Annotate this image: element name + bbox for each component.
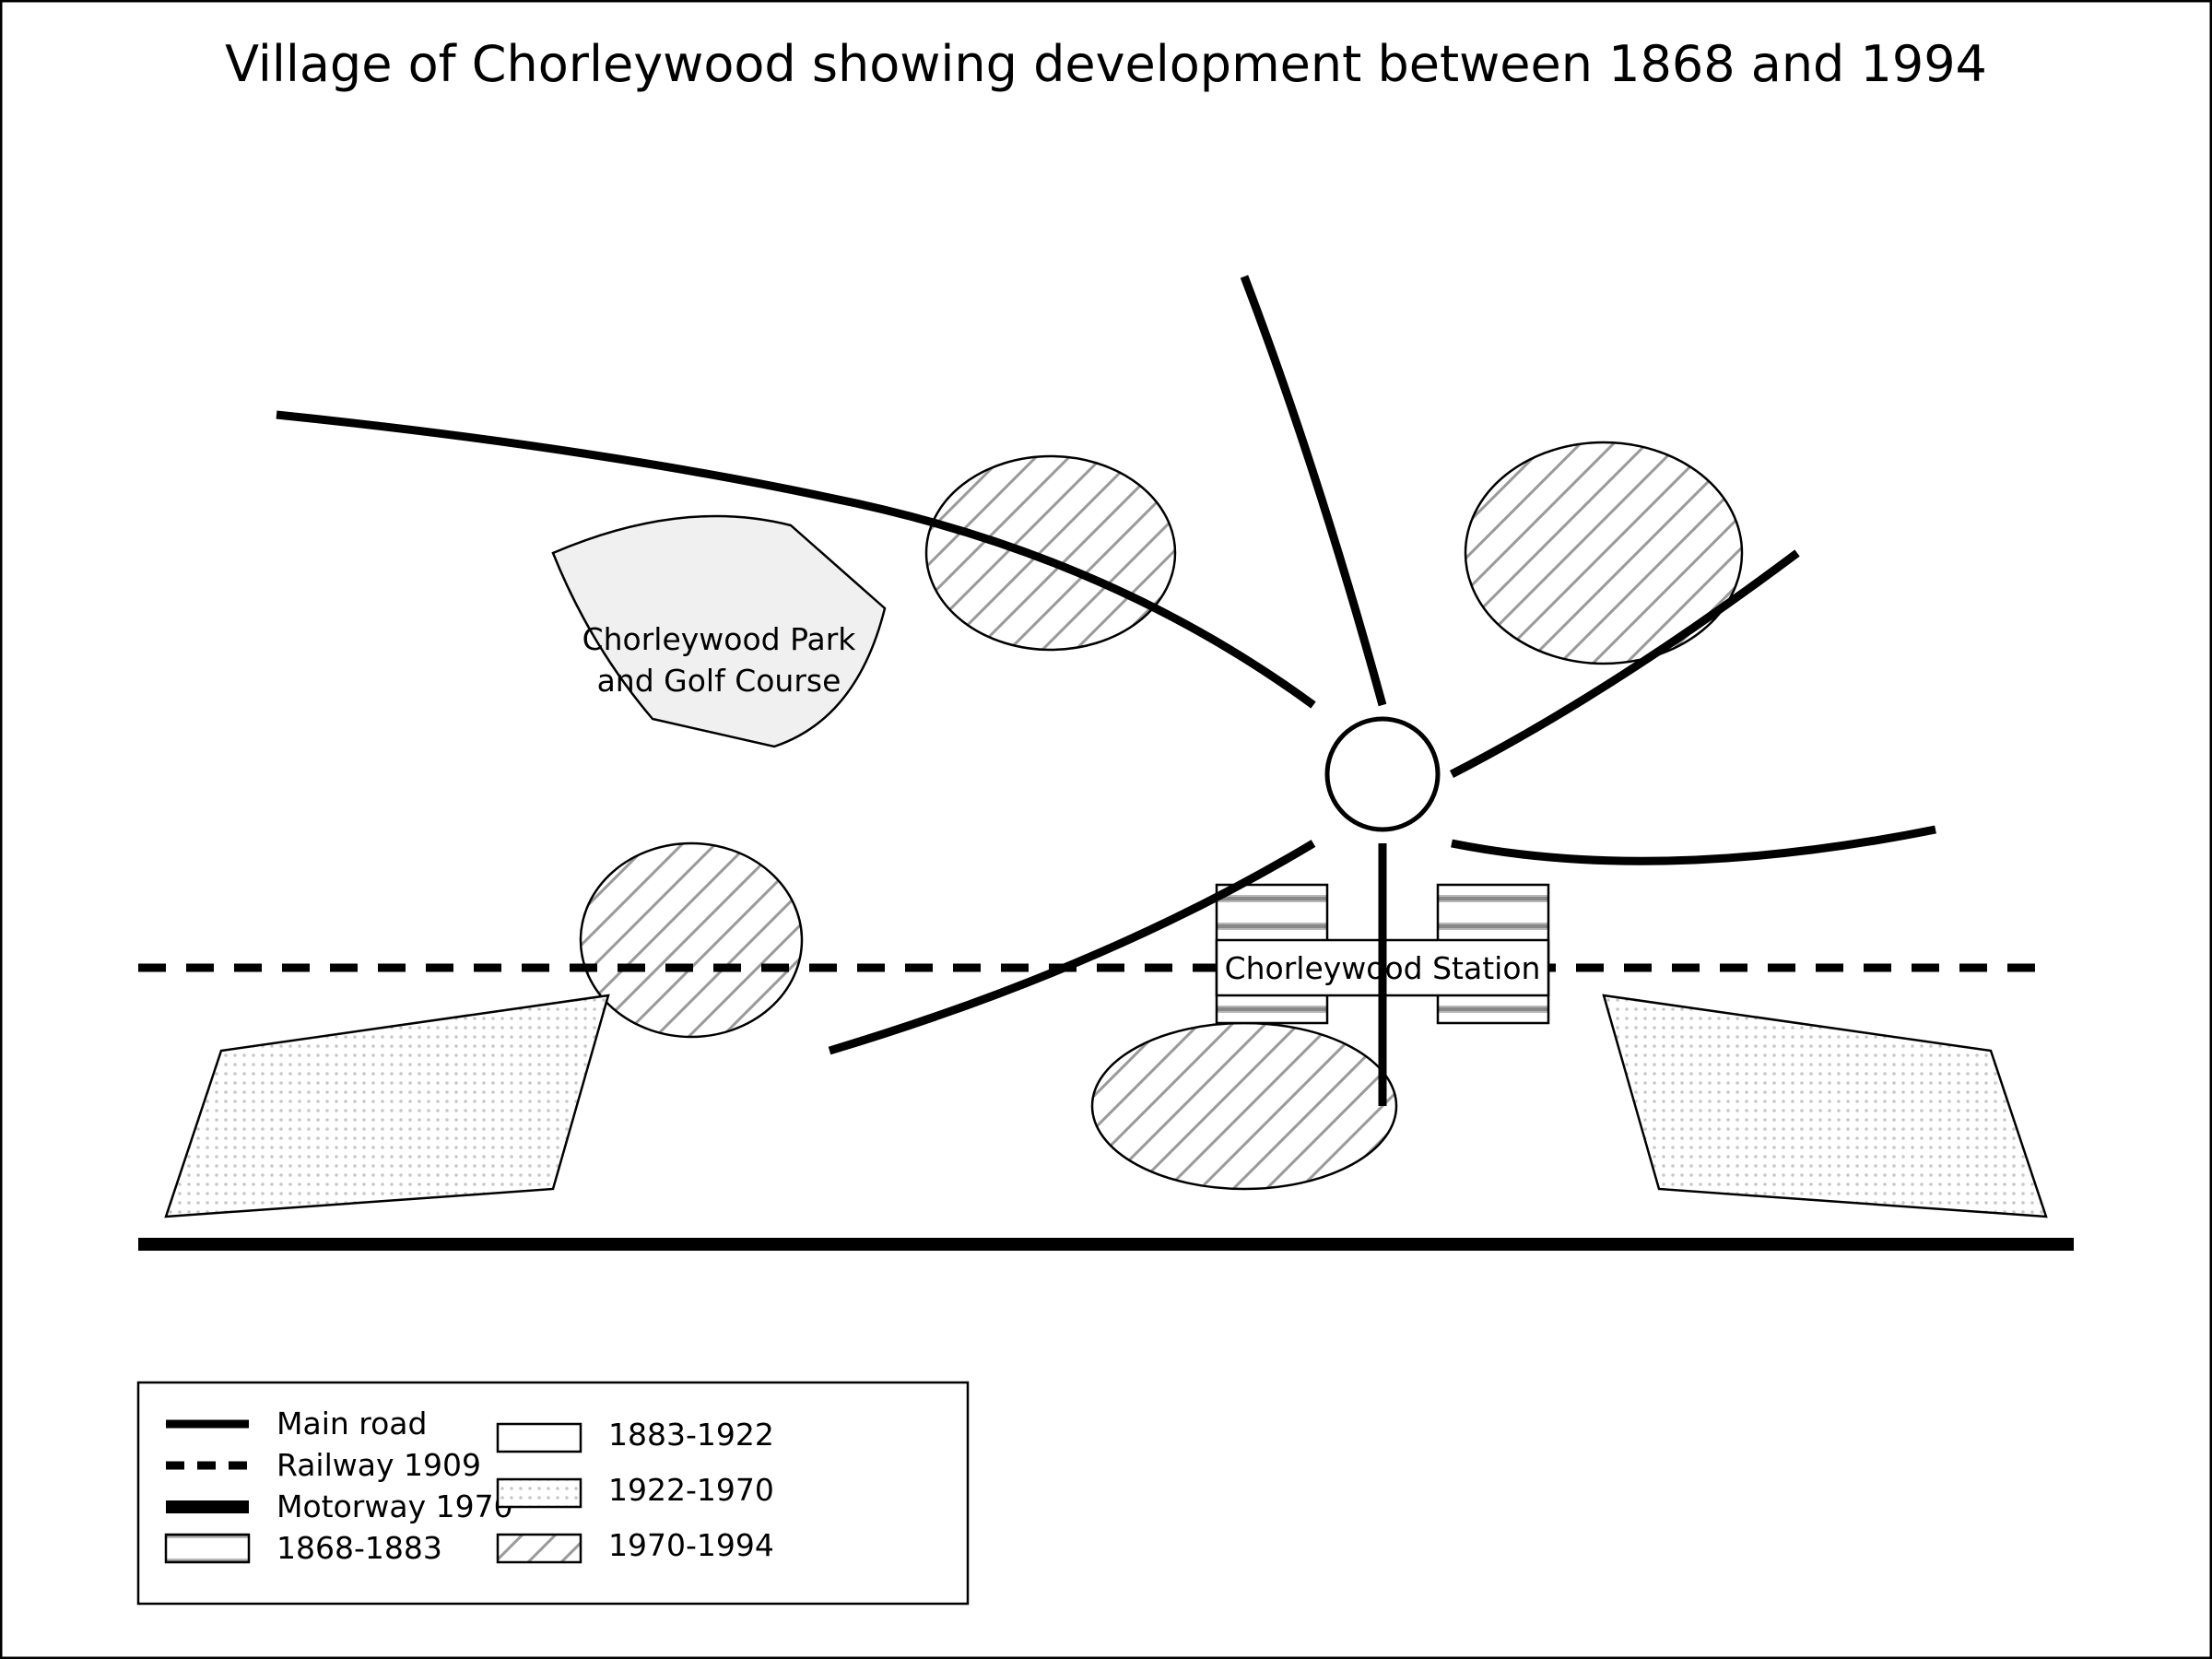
park-label-line2: and Golf Course: [597, 663, 841, 699]
development-area-1970-1994: [1090, 1021, 1398, 1191]
development-area-1922-1970: [1602, 994, 2048, 1218]
main-road: [276, 410, 1316, 709]
park-area: [551, 514, 887, 748]
legend: Main road Railway 1909 Motorway 1970 186…: [136, 1381, 970, 1606]
main-road: [1451, 825, 1936, 865]
main-road: [1449, 549, 1800, 779]
legend-main-road-label: Main road: [276, 1406, 427, 1441]
legend-1970-label: 1970-1994: [608, 1527, 774, 1563]
legend-motorway-label: Motorway 1970: [276, 1488, 513, 1524]
park-label-line1: Chorleywood Park: [582, 621, 857, 657]
legend-1970-swatch: [496, 1533, 582, 1564]
development-area-1970-1994: [1464, 441, 1744, 665]
development-area-1970-1994: [924, 454, 1177, 652]
map-title: Village of Chorleywood showing developme…: [225, 35, 1987, 93]
legend-1922-swatch: [496, 1477, 582, 1509]
roundabout: [1324, 716, 1441, 832]
development-area-1970-1994: [579, 841, 804, 1039]
legend-1883-label: 1883-1922: [608, 1417, 774, 1453]
legend-1868-label: 1868-1883: [276, 1530, 442, 1566]
legend-railway-label: Railway 1909: [276, 1447, 481, 1483]
legend-1883-swatch: [496, 1422, 582, 1453]
main-road: [1240, 275, 1387, 707]
legend-1922-label: 1922-1970: [608, 1472, 774, 1508]
main-road: [828, 840, 1316, 1055]
development-area-1922-1970: [164, 994, 610, 1218]
legend-1868-swatch: [164, 1533, 251, 1564]
